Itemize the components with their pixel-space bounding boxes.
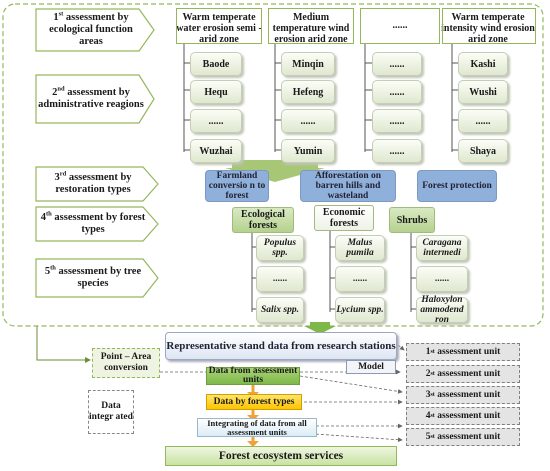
region-box: ...... bbox=[281, 109, 335, 133]
model-box: Model bbox=[346, 360, 396, 374]
region-box: Shaya bbox=[458, 139, 508, 163]
species-box: ...... bbox=[416, 266, 468, 292]
data-integrated-box: Data integr ated bbox=[88, 390, 134, 434]
region-box: ...... bbox=[372, 139, 422, 163]
forest-type-economic: Economic forests bbox=[314, 205, 374, 231]
zone-3-title: ...... bbox=[392, 20, 408, 31]
forest-type-shrubs: Shrubs bbox=[389, 207, 435, 233]
zone-4-title: Warm temperate intensity wind erosion ar… bbox=[441, 12, 535, 45]
forest-type-ecological: Ecological forests bbox=[232, 207, 294, 233]
zone-2-frame bbox=[268, 8, 354, 44]
stage-3: 3rd assessment by restoration types bbox=[35, 166, 159, 202]
data-by-forest-types-box: Data by forest types bbox=[206, 394, 302, 410]
region-box: ...... bbox=[372, 80, 422, 104]
zone-1-title: Warm temperate water erosion semi - arid… bbox=[176, 12, 262, 45]
stage-4: 4th assessment by forest types bbox=[35, 206, 159, 242]
region-box: Minqin bbox=[281, 52, 335, 76]
species-box: ...... bbox=[256, 266, 304, 292]
region-box: Hefeng bbox=[281, 80, 335, 104]
restoration-afforestation: Afforestation on barren hills and wastel… bbox=[300, 170, 396, 202]
point-area-conversion-box: Point – Area conversion bbox=[92, 348, 160, 378]
forest-ecosystem-services-box: Forest ecosystem services bbox=[165, 446, 397, 466]
species-box: Lycium spp. bbox=[335, 297, 385, 323]
species-box: ...... bbox=[335, 266, 385, 292]
region-box: Wuzhai bbox=[190, 139, 242, 163]
stage-5: 5th assessment by tree species bbox=[35, 258, 159, 298]
species-box: Malus pumila bbox=[335, 235, 385, 261]
region-box: Hequ bbox=[190, 80, 242, 104]
region-box: Yumin bbox=[281, 139, 335, 163]
restoration-forest-protection: Forest protection bbox=[417, 170, 497, 202]
region-box: Kashi bbox=[458, 52, 508, 76]
region-box: ...... bbox=[372, 109, 422, 133]
stage-1: 1st assessment by ecological function ar… bbox=[35, 8, 155, 52]
species-box: Haloxylon ammodend ron bbox=[416, 295, 468, 325]
region-box: Baode bbox=[190, 52, 242, 76]
region-box: Wushi bbox=[458, 80, 508, 104]
region-box: ...... bbox=[458, 109, 508, 133]
stage-2: 2nd assessment by administrative reagion… bbox=[35, 74, 155, 124]
region-box: ...... bbox=[190, 109, 242, 133]
species-box: Populus spp. bbox=[256, 235, 304, 261]
zone-4-frame bbox=[442, 8, 536, 44]
zone-1-frame bbox=[176, 8, 262, 44]
zone-3-frame bbox=[360, 8, 440, 44]
species-box: Caragana intermedi bbox=[416, 235, 468, 261]
integrating-data-box: Integrating of data from all assessment … bbox=[197, 418, 317, 437]
region-box: ...... bbox=[372, 52, 422, 76]
data-from-units-box: Data from assessment units bbox=[206, 366, 300, 385]
zone-2-title: Medium temperature wind erosion arid zon… bbox=[272, 12, 350, 45]
species-box: Salix spp. bbox=[256, 297, 304, 323]
restoration-farmland: Farmland conversio n to forest bbox=[205, 170, 269, 202]
representative-stand-box: Representative stand data from research … bbox=[165, 332, 397, 360]
